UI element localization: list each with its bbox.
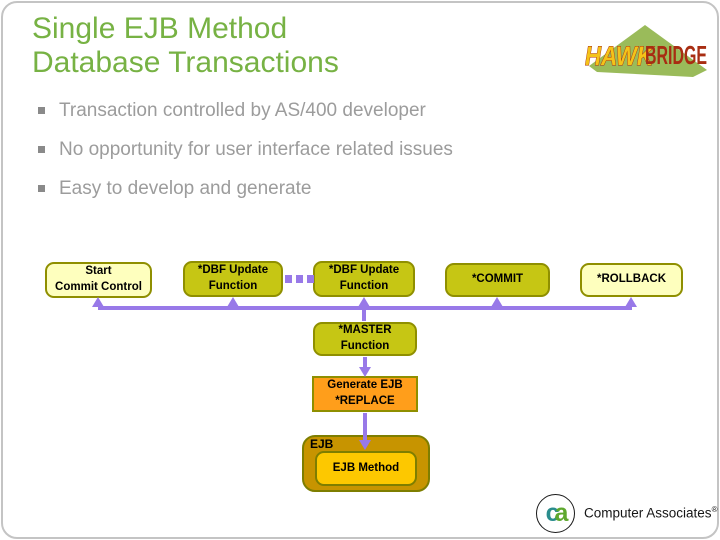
square-bullet-icon — [38, 146, 45, 153]
diagram-box-dbf-update-function-2: *DBF Update Function — [313, 261, 415, 297]
diagram-box-ejb-method: EJB Method — [315, 451, 417, 486]
bullet-text: Transaction controlled by AS/400 develop… — [59, 100, 426, 121]
ejb-container-label: EJB — [310, 437, 334, 451]
arrow-up-icon — [92, 297, 104, 307]
hawkbridge-word-bridge: BRIDGE — [645, 40, 707, 70]
arrow-up-icon — [625, 297, 637, 307]
registered-mark: ® — [711, 505, 718, 515]
diagram-box-generate-ejb-replace: Generate EJB *REPLACE — [312, 376, 418, 412]
list-item: Easy to develop and generate — [36, 178, 656, 199]
dash-icon — [296, 275, 303, 283]
square-bullet-icon — [38, 107, 45, 114]
computer-associates-logo: c a Computer Associates® — [536, 492, 717, 534]
bullet-text: No opportunity for user interface relate… — [59, 139, 453, 160]
mountain-icon — [589, 25, 707, 77]
arrow-up-icon — [227, 297, 239, 307]
list-item: No opportunity for user interface relate… — [36, 139, 656, 160]
square-bullet-icon — [38, 185, 45, 192]
diagram-box-start-commit-control: Start Commit Control — [45, 262, 152, 298]
ca-letter-a: a — [554, 498, 569, 527]
arrow-up-icon — [358, 297, 370, 307]
hawkbridge-word-hawk: HAWK — [585, 41, 655, 71]
hawkbridge-logo: HAWK BRIDGE — [585, 25, 707, 77]
dash-icon — [285, 275, 292, 283]
diagram-box-master-function: *MASTER Function — [313, 322, 417, 356]
bullet-list: Transaction controlled by AS/400 develop… — [36, 100, 656, 217]
page-title: Single EJB Method Database Transactions — [32, 12, 339, 79]
ca-wordmark: Computer Associates® — [584, 505, 717, 521]
ca-letter-c: c — [545, 498, 560, 527]
ca-company-name: Computer Associates — [584, 505, 712, 521]
ca-monogram-icon: c a — [536, 493, 575, 533]
bullet-text: Easy to develop and generate — [59, 178, 312, 199]
diagram-box-dbf-update-function-1: *DBF Update Function — [183, 261, 283, 297]
arrow-up-icon — [491, 297, 503, 307]
list-item: Transaction controlled by AS/400 develop… — [36, 100, 656, 121]
diagram-box-rollback: *ROLLBACK — [580, 263, 683, 297]
diagram-box-commit: *COMMIT — [445, 263, 550, 297]
